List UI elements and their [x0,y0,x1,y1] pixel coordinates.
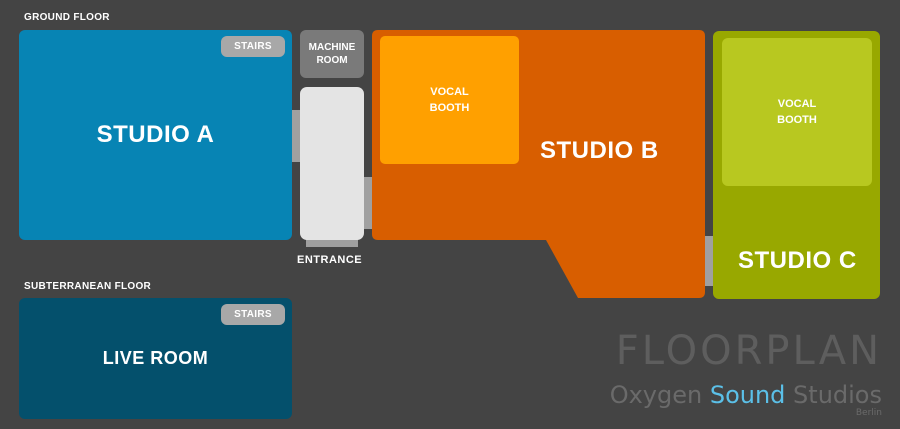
floorplan-title: FLOORPLAN [615,328,882,374]
vocal-booth-b-label: VOCAL BOOTH [429,86,470,114]
stairs-ground[interactable]: STAIRS [221,36,285,57]
vocal-booth-c-label: VOCAL BOOTH [777,98,817,126]
vocal-booth-c[interactable]: VOCAL BOOTH [722,38,872,186]
machine-room-label: MACHINE ROOM [308,42,356,66]
entrance-hall[interactable] [300,87,364,240]
passage-studio-a [291,110,301,162]
studio-name: Oxygen Sound Studios [610,380,882,410]
live-room-label: LIVE ROOM [102,348,209,368]
city-label: Berlin [855,408,882,418]
studio-name-part1: Oxygen [609,381,710,409]
studio-a[interactable]: STUDIO A [19,30,292,240]
studio-name-part3: Studios [785,381,882,409]
passage-studio-c [704,236,714,286]
studio-a-label: STUDIO A [96,121,215,148]
entrance-door [306,239,358,247]
entrance-label: ENTRANCE [297,254,363,266]
passage-studio-b [363,177,373,229]
machine-room[interactable]: MACHINE ROOM [300,30,364,78]
subterranean-floor-label: SUBTERRANEAN FLOOR [24,281,152,292]
studio-b-label: STUDIO B [540,137,659,164]
studio-name-part2: Sound [709,381,786,409]
stairs-subterranean[interactable]: STAIRS [221,304,285,325]
vocal-booth-b[interactable]: VOCAL BOOTH [380,36,519,164]
ground-floor-label: GROUND FLOOR [24,12,110,23]
studio-c-label: STUDIO C [738,247,857,274]
